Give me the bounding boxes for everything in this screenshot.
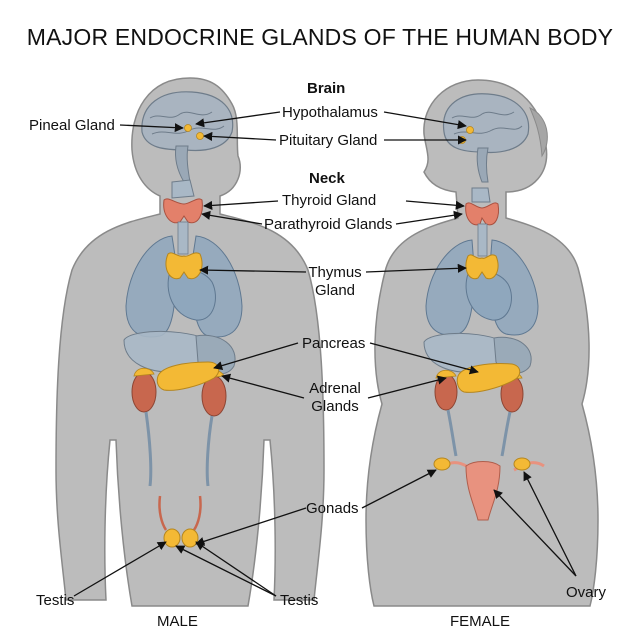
male-larynx xyxy=(171,179,195,199)
leader-parathyroid-female xyxy=(395,210,463,225)
female-thymus-gland xyxy=(465,254,499,280)
section-brain: Brain xyxy=(307,80,346,97)
female-larynx xyxy=(471,187,491,203)
leader-ovary-b xyxy=(493,489,577,577)
female-right-ovary xyxy=(513,457,531,471)
male-trachea xyxy=(177,221,189,255)
male-left-adrenal-gland xyxy=(133,367,155,377)
female-uterus xyxy=(465,461,501,521)
leader-pineal xyxy=(119,123,184,133)
figure-label-male: MALE xyxy=(157,613,198,630)
male-reproductive-ducts xyxy=(158,495,202,531)
female-left-ovary xyxy=(433,457,451,471)
label-pancreas: Pancreas xyxy=(302,335,366,352)
female-ureters xyxy=(446,409,512,457)
label-thyroid-gland: Thyroid Gland xyxy=(282,192,377,209)
leader-pancreas-female xyxy=(369,342,479,375)
male-thyroid-gland xyxy=(163,198,203,224)
leader-testis-right-b xyxy=(175,545,277,597)
label-thymus-line2: Gland xyxy=(314,282,356,299)
male-pituitary-gland xyxy=(196,132,204,140)
label-adrenal: Adrenal Glands xyxy=(300,380,370,416)
female-hair xyxy=(529,107,548,158)
label-adrenal-line1: Adrenal xyxy=(309,380,361,397)
label-ovary: Ovary xyxy=(566,584,607,601)
male-right-testis xyxy=(181,528,199,548)
label-thymus: Thymus Gland xyxy=(300,264,370,300)
male-pineal-gland xyxy=(184,124,192,132)
female-brain xyxy=(443,93,530,154)
label-testis-right: Testis xyxy=(280,592,319,609)
label-parathyroid-glands: Parathyroid Glands xyxy=(264,216,393,233)
label-gonads: Gonads xyxy=(306,500,359,517)
male-pancreas xyxy=(156,361,220,391)
leader-hypothalamus-female xyxy=(383,111,467,130)
diagram-title: MAJOR ENDOCRINE GLANDS OF THE HUMAN BODY xyxy=(26,24,614,50)
leader-hypothalamus-male xyxy=(195,111,281,128)
leader-pancreas-male xyxy=(213,342,299,371)
leader-adrenal-female xyxy=(367,375,447,399)
leader-gonads-ovary xyxy=(361,469,437,509)
leader-parathyroid-male xyxy=(201,210,263,225)
label-pineal-gland: Pineal Gland xyxy=(29,117,115,134)
female-trachea xyxy=(477,223,488,257)
male-thymus-gland xyxy=(165,252,203,280)
leader-ovary-a xyxy=(523,471,577,577)
leader-testis-right-a xyxy=(195,541,277,597)
female-thyroid-gland xyxy=(465,202,499,226)
figure-label-female: FEMALE xyxy=(450,613,511,630)
leader-thymus-male xyxy=(199,265,307,275)
leader-lines xyxy=(73,111,577,597)
leader-thymus-female xyxy=(365,263,467,273)
leader-gonads-testis xyxy=(195,507,307,546)
leader-thyroid-male xyxy=(203,200,279,210)
male-figure xyxy=(55,77,325,607)
leader-testis-left xyxy=(73,541,167,597)
male-left-kidney xyxy=(131,371,157,413)
female-brainstem xyxy=(476,147,489,183)
label-thymus-line1: Thymus xyxy=(308,264,362,281)
male-ureters xyxy=(144,411,214,487)
label-hypothalamus: Hypothalamus xyxy=(282,104,378,121)
female-pineal-gland xyxy=(466,126,474,134)
label-testis-left: Testis xyxy=(36,592,75,609)
leader-thyroid-female xyxy=(405,200,465,210)
female-figure xyxy=(365,79,599,607)
label-adrenal-line2: Glands xyxy=(311,398,359,415)
section-neck: Neck xyxy=(309,170,345,187)
label-pituitary-gland: Pituitary Gland xyxy=(279,132,378,149)
male-left-testis xyxy=(163,528,181,548)
leader-pituitary-male xyxy=(203,131,277,141)
leader-adrenal-male xyxy=(221,373,305,399)
